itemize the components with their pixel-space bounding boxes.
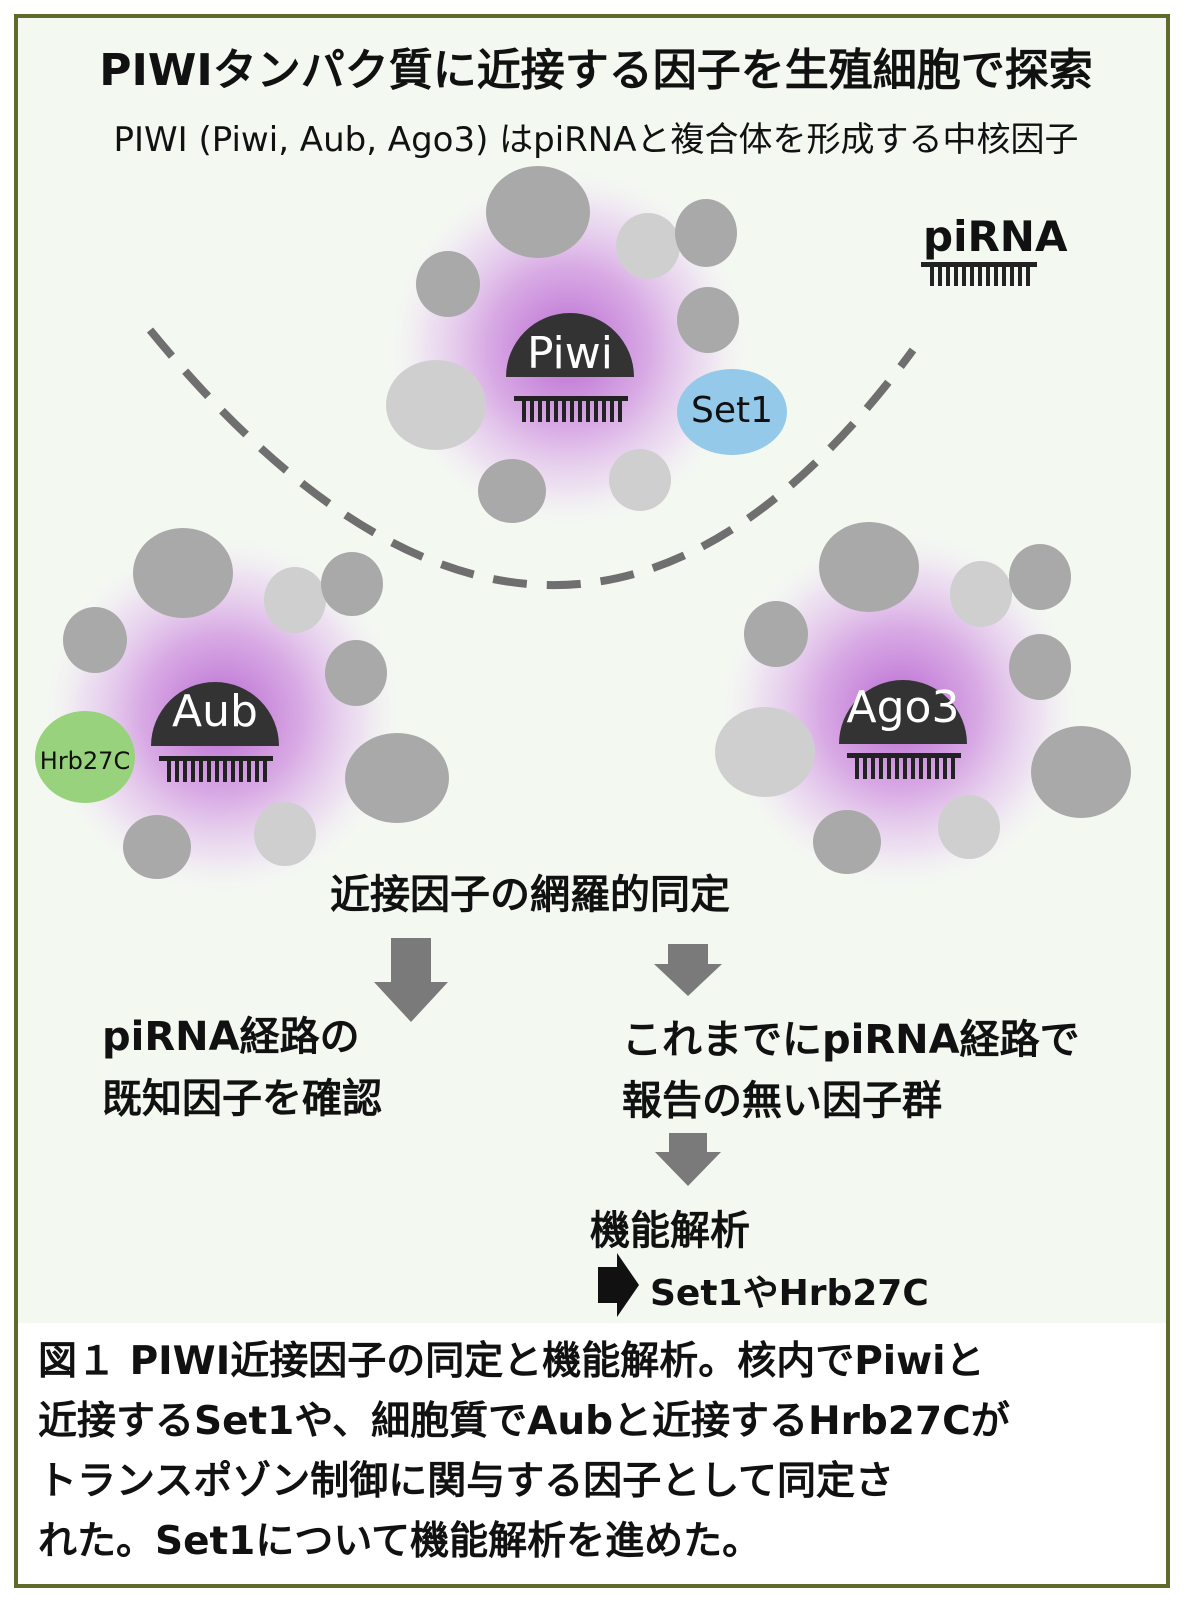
piwi-label: Piwi bbox=[526, 328, 613, 379]
factor-blob bbox=[386, 360, 486, 450]
factor-blob bbox=[938, 795, 1000, 859]
set1-factor bbox=[677, 369, 787, 455]
hrb27c-label: Hrb27C bbox=[39, 747, 131, 775]
factor-blob bbox=[609, 449, 671, 511]
identification-label: 近接因子の網羅的同定 bbox=[330, 872, 730, 918]
novel-factors-line-2: 報告の無い因子群 bbox=[622, 1078, 942, 1124]
factor-blob bbox=[950, 561, 1012, 627]
hrb27c-factor bbox=[35, 711, 135, 803]
factor-blob bbox=[321, 552, 383, 616]
down-arrow-right bbox=[654, 944, 722, 996]
factor-blob bbox=[478, 459, 546, 523]
ago3-protein bbox=[839, 680, 967, 744]
novel-factors-line-1: これまでにpiRNA経路で bbox=[622, 1017, 1080, 1063]
right-arrow-result bbox=[598, 1253, 639, 1317]
factor-blob bbox=[416, 251, 480, 317]
caption-line: トランスポゾン制御に関与する因子として同定さ bbox=[38, 1459, 895, 1504]
caption-line: れた。Set1について機能解析を進めた。 bbox=[38, 1519, 762, 1564]
down-arrow-left bbox=[374, 938, 448, 1022]
factor-blob bbox=[1009, 634, 1071, 700]
factor-blob bbox=[1009, 544, 1071, 610]
set1-label: Set1 bbox=[690, 390, 774, 431]
ago3-condensate bbox=[715, 522, 1131, 888]
factor-blob bbox=[819, 522, 919, 612]
caption-line: 近接するSet1や、細胞質でAubと近接するHrb27Cが bbox=[38, 1399, 1010, 1444]
aub-condensate bbox=[35, 528, 449, 893]
factor-blob bbox=[1031, 726, 1131, 818]
known-factors-line-1: piRNA経路の bbox=[102, 1014, 360, 1060]
aub-protein bbox=[151, 682, 279, 746]
factor-blob bbox=[254, 802, 316, 866]
figure-caption: 図１ PIWI近接因子の同定と機能解析。核内でPiwiと 近接するSet1や、細… bbox=[38, 1332, 1158, 1572]
factor-blob bbox=[744, 601, 808, 667]
pirna-strand bbox=[522, 401, 622, 422]
caption-line: 図１ PIWI近接因子の同定と機能解析。核内でPiwiと bbox=[38, 1339, 985, 1384]
factor-blob bbox=[675, 199, 737, 267]
ago3-label: Ago3 bbox=[846, 682, 960, 733]
pirna-label: piRNA bbox=[923, 212, 1068, 261]
factor-blob bbox=[264, 567, 326, 633]
pirna-strand bbox=[855, 758, 955, 779]
factor-blob bbox=[813, 810, 881, 874]
figure-border bbox=[14, 14, 1170, 1588]
analysis-result: Set1やHrb27C bbox=[650, 1273, 929, 1314]
factor-blob bbox=[63, 607, 127, 673]
aub-label: Aub bbox=[172, 686, 258, 737]
nuclear-membrane-dashed bbox=[146, 327, 917, 590]
down-arrow-analysis bbox=[655, 1133, 721, 1186]
factor-blob bbox=[677, 287, 739, 353]
known-factors-line-2: 既知因子を確認 bbox=[102, 1076, 382, 1122]
factor-blob bbox=[486, 166, 590, 258]
factor-blob bbox=[715, 707, 815, 797]
piwi-protein bbox=[506, 313, 634, 377]
factor-blob bbox=[325, 640, 387, 706]
factor-blob bbox=[133, 528, 233, 618]
factor-blob bbox=[345, 733, 449, 823]
factor-blob bbox=[123, 815, 191, 879]
pirna-strand bbox=[167, 761, 267, 782]
pirna-legend-glyph bbox=[921, 262, 1037, 286]
piwi-condensate bbox=[386, 166, 787, 526]
analysis-label: 機能解析 bbox=[590, 1208, 750, 1254]
factor-blob bbox=[616, 213, 680, 279]
figure-subtitle: PIWI (Piwi, Aub, Ago3) はpiRNAと複合体を形成する中核… bbox=[113, 120, 1079, 160]
figure-title: PIWIタンパク質に近接する因子を生殖細胞で探索 bbox=[99, 45, 1093, 96]
